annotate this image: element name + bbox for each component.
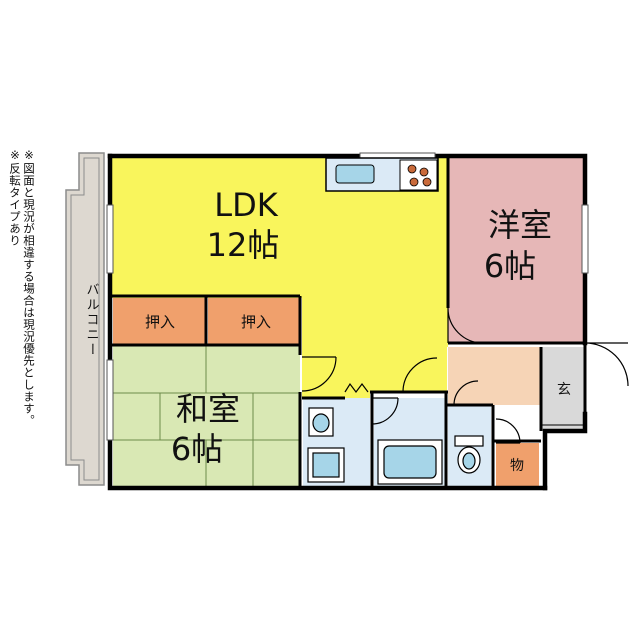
storage-room (496, 443, 539, 486)
washbasin (308, 407, 334, 437)
ldk-lower-area (300, 296, 448, 398)
balcony (65, 152, 105, 486)
hallway (448, 347, 541, 405)
doors (301, 307, 629, 444)
note-reversed-type: ※反転タイプあり (8, 148, 22, 247)
bathtub (377, 439, 443, 485)
western-room-size: 6帖 (484, 247, 536, 285)
western-room (448, 156, 585, 343)
interior-walls (110, 156, 585, 488)
washing-machine (307, 447, 345, 483)
toilet (454, 435, 484, 474)
ldk-size: 12帖 (207, 226, 280, 264)
japanese-room-size: 6帖 (171, 430, 223, 468)
kitchen-counter (325, 157, 439, 192)
closet-right (208, 298, 300, 344)
entrance-area (541, 347, 584, 431)
balcony-label: バルコニー (84, 283, 100, 358)
closet-right-label: 押入 (241, 313, 271, 331)
storage-label: 物 (510, 458, 524, 474)
western-room-name: 洋室 (488, 206, 552, 244)
ldk-name: LDK (214, 186, 278, 224)
tatami-pattern (113, 346, 300, 486)
closet-left-label: 押入 (145, 313, 175, 331)
entrance-label: 玄 (557, 381, 571, 398)
japanese-room-name: 和室 (176, 390, 240, 428)
closet-left (113, 298, 205, 344)
note-drawing-priority: ※図面と現況が相違する場合は現況優先とします。 (22, 148, 36, 427)
